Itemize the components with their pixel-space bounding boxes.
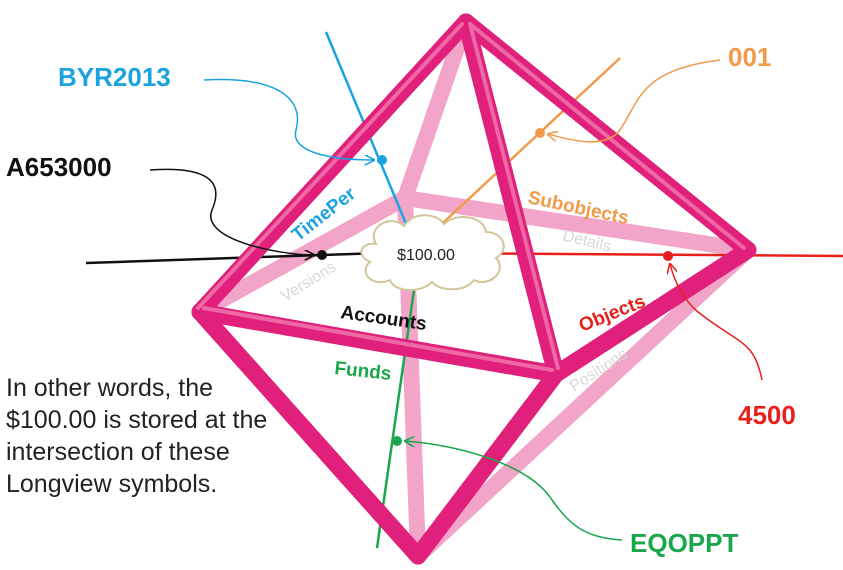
funds-callout-arrow [405, 441, 623, 541]
callout-arrows [149, 59, 763, 541]
subobjects-axis [429, 57, 621, 236]
subobjects-callout-arrow [548, 59, 721, 143]
frame-highlights [196, 22, 746, 372]
subobjects-dot [535, 128, 545, 138]
funds-dot [392, 436, 402, 446]
timeper-symbol: BYR2013 [58, 62, 171, 92]
objects-symbol: 4500 [738, 400, 796, 430]
accounts-callout-arrow [149, 168, 314, 255]
timeper-dot [377, 155, 387, 165]
accounts-symbol: A653000 [6, 152, 112, 182]
funds-axis-label: Funds [333, 358, 392, 385]
center-value: $100.00 [397, 247, 455, 264]
caption-text: In other words, the $100.00 is stored at… [6, 374, 268, 498]
accounts-dot [317, 250, 327, 260]
funds-symbol: EQOPPT [630, 528, 738, 558]
timeper-callout-arrow [203, 78, 374, 160]
objects-callout-arrow [670, 264, 763, 381]
subobjects-symbol: 001 [728, 42, 771, 72]
value-cloud: $100.00 [360, 214, 505, 291]
funds-axis [375, 261, 420, 549]
intersection-dots [317, 128, 673, 446]
objects-dot [663, 251, 673, 261]
